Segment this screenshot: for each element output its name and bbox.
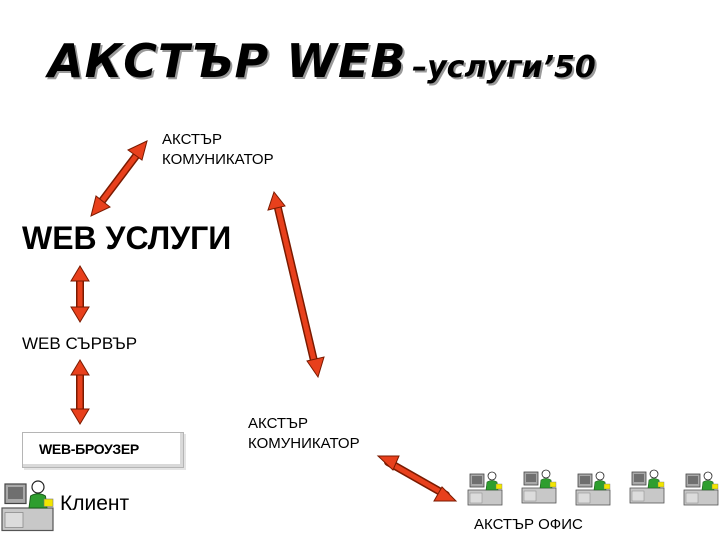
workstation-icon	[1, 480, 54, 532]
communicator-top-label: АКСТЪР КОМУНИКАТОР	[162, 130, 274, 170]
web-browser-box: WEB-БРОУЗЕР	[22, 432, 184, 468]
slide-title: АКСТЪР WEB –услуги’50	[48, 34, 596, 88]
client-label: Клиент	[60, 492, 130, 515]
workstation-icon	[683, 471, 719, 506]
workstation-icon	[521, 469, 557, 504]
arrow-server-to-browser	[70, 359, 90, 425]
web-server-label: WEB СЪРВЪР	[22, 334, 138, 353]
communicator-bottom-line2: КОМУНИКАТОР	[248, 435, 360, 452]
communicator-top-line2: КОМУНИКАТОР	[162, 151, 274, 168]
workstation-icon	[575, 471, 611, 506]
title-main: АКСТЪР WEB	[48, 34, 407, 88]
arrow-services-to-server	[70, 265, 90, 323]
workstation-icon	[467, 471, 503, 506]
communicator-bottom-label: АКСТЪР КОМУНИКАТОР	[248, 414, 360, 454]
communicator-top-line1: АКСТЪР	[162, 131, 222, 148]
web-browser-label: WEB-БРОУЗЕР	[39, 441, 139, 457]
arrow-communicator-to-office	[376, 455, 458, 502]
arrow-communicator-top-to-bottom	[267, 190, 325, 379]
workstation-icon	[629, 469, 665, 504]
communicator-bottom-line1: АКСТЪР	[248, 415, 308, 432]
title-sub: –услуги’50	[412, 50, 596, 85]
web-services-label: WEB УСЛУГИ	[22, 220, 232, 256]
office-label: АКСТЪР ОФИС	[474, 516, 583, 533]
arrow-communicator-to-services	[90, 140, 148, 217]
